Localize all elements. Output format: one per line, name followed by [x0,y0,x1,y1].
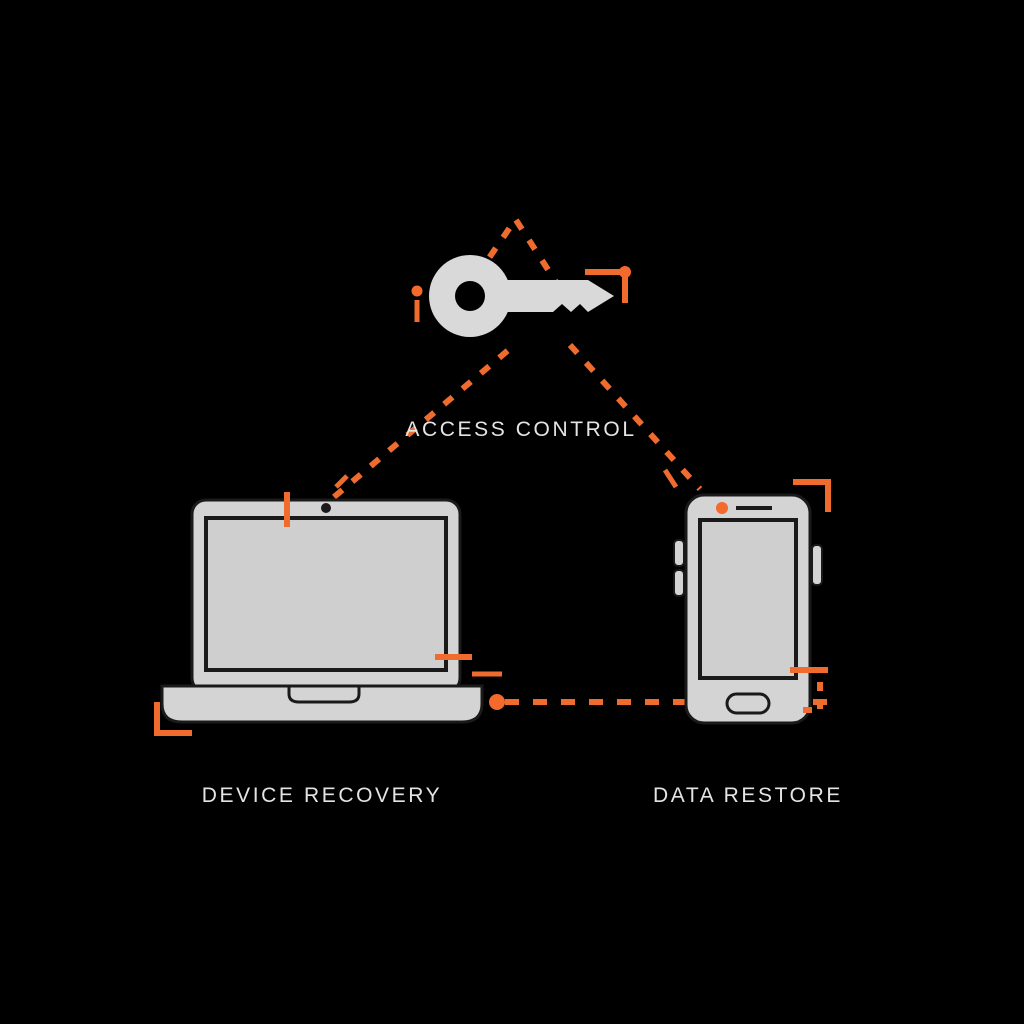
label-data-restore: DATA RESTORE [653,784,843,807]
accent-phone-bottom-right-bracket [798,682,823,713]
accent-phone-top-right-bracket [793,479,831,512]
accent-laptop-diagonal-tick [334,474,349,489]
connector-origin-dot [489,694,505,710]
laptop-icon [160,498,484,724]
laptop-webcam [321,503,331,513]
phone-home-button[interactable] [725,692,771,715]
connector-group [332,218,828,710]
laptop-base [160,684,484,724]
key-icon [429,255,614,337]
accent-laptop-corner-bracket [154,702,192,736]
phone-front-camera [716,502,728,514]
phone-power-button[interactable] [811,544,823,586]
phone-screen [698,518,798,680]
accent-key-left-marker [411,285,423,322]
phone-volume-up-button[interactable] [673,539,685,567]
accent-phone-marks [662,468,831,713]
laptop-trackpad-notch [287,686,361,704]
connector-key-to-phone [567,342,703,492]
connector-apex-left [473,218,518,279]
accent-phone-top-left-tick [662,468,679,489]
accent-key-right-bracket [585,266,631,303]
phone-volume-down-button[interactable] [673,569,685,597]
accent-laptop-marks [154,474,502,736]
label-access-control: ACCESS CONTROL [405,418,637,441]
laptop-screen [204,516,448,672]
label-device-recovery: DEVICE RECOVERY [201,784,443,807]
connector-laptop-to-key [332,344,514,500]
smartphone-icon [673,493,823,725]
